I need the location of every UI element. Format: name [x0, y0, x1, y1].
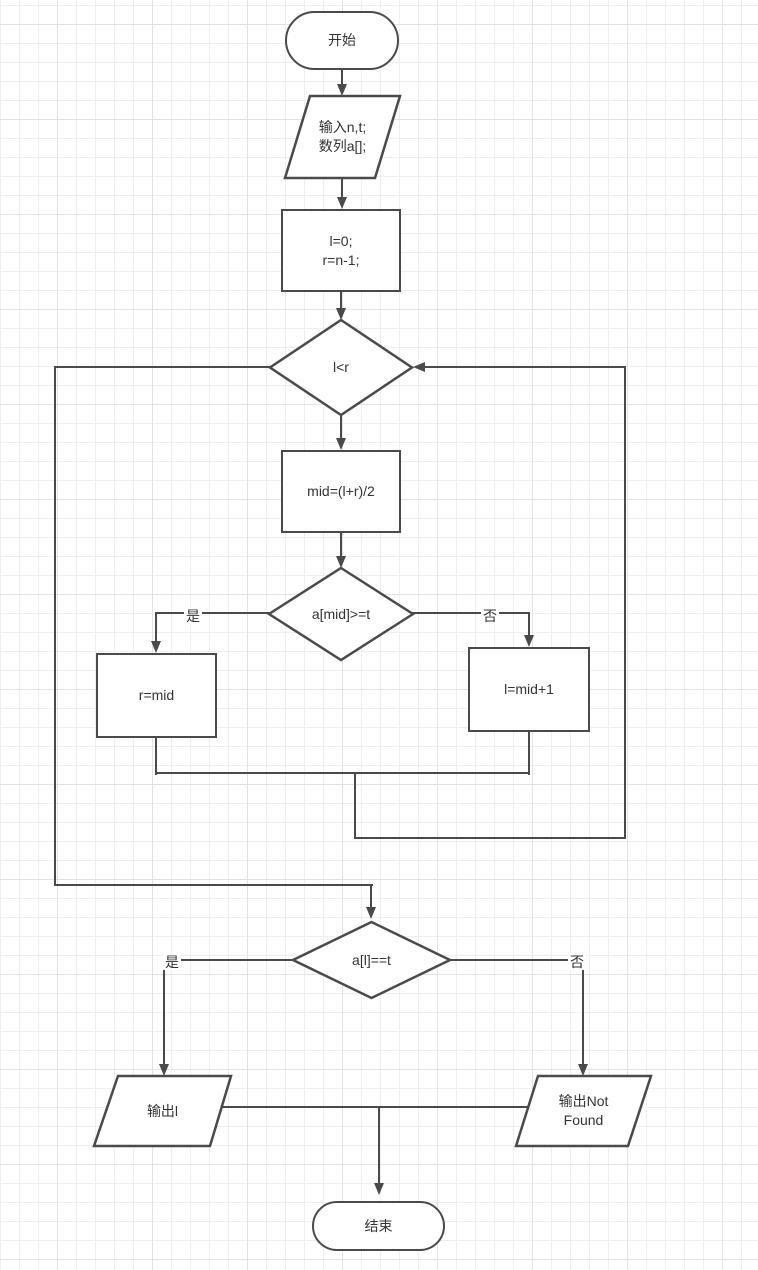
diamond-shape — [290, 920, 453, 1000]
edge-label-yes: 是 — [163, 953, 181, 971]
arrowhead-left-icon — [413, 361, 425, 372]
edge-loop-mid — [339, 415, 343, 439]
node-loop-cond-label: l<r — [333, 359, 349, 376]
edge-outputs-end — [377, 1105, 381, 1184]
node-output-nf: 输出Not Found — [514, 1074, 653, 1148]
node-end: 结束 — [312, 1201, 445, 1251]
edge-start-input — [340, 70, 344, 85]
parallelogram-shape — [514, 1074, 653, 1148]
arrowhead-down-icon — [335, 556, 346, 568]
node-output-l: 输出l — [92, 1074, 233, 1148]
node-start: 开始 — [285, 11, 399, 70]
node-cmp-cond: a[mid]>=t — [266, 566, 416, 662]
edge-cmp-setr — [154, 611, 271, 615]
node-set-r-label: r=mid — [138, 687, 175, 704]
node-start-label: 开始 — [328, 32, 356, 49]
edge-loopback — [623, 365, 627, 840]
edge-label-yes: 是 — [184, 607, 202, 625]
node-init-line2: r=n-1; — [322, 251, 360, 268]
arrowhead-down-icon — [365, 907, 376, 919]
node-cmp-cond-label: a[mid]>=t — [311, 605, 371, 622]
edge-mid-cmp — [339, 533, 343, 557]
arrowhead-down-icon — [577, 1064, 588, 1076]
edge-check-outl — [162, 958, 295, 962]
edge-setr-loopback — [154, 738, 158, 775]
edge-setl-loopback — [527, 732, 531, 775]
arrowhead-down-icon — [336, 197, 347, 209]
node-input-line1: 输入n,t; — [318, 119, 367, 136]
parallelogram-shape — [283, 94, 402, 180]
edge-loopback — [353, 771, 357, 840]
edge-cmp-setl — [527, 611, 531, 636]
node-set-r: r=mid — [96, 653, 217, 738]
edge-check-outnf — [448, 958, 585, 962]
edge-check-outl — [162, 958, 166, 1065]
node-input-line2: 数列a[]; — [318, 138, 367, 154]
edge-label-no: 否 — [568, 953, 586, 971]
edge-loop-check — [369, 883, 373, 908]
node-output-nf-line1: 输出Not — [558, 1093, 609, 1110]
arrowhead-down-icon — [336, 84, 347, 96]
edge-loopback — [154, 771, 531, 775]
node-input: 输入n,t; 数列a[]; — [283, 94, 402, 180]
edge-loop-check — [53, 365, 57, 887]
edge-cmp-setl — [410, 611, 531, 615]
node-init: l=0; r=n-1; — [281, 209, 401, 292]
arrowhead-down-icon — [523, 635, 534, 647]
arrowhead-down-icon — [158, 1064, 169, 1076]
diamond-shape — [266, 566, 416, 662]
edge-loopback — [425, 365, 625, 369]
edge-init-loop — [339, 292, 343, 309]
edge-loop-check — [53, 365, 272, 369]
node-set-l: l=mid+1 — [468, 647, 590, 732]
node-output-l-label: 输出l — [146, 1102, 179, 1119]
node-init-line1: l=0; — [329, 232, 353, 249]
node-output-nf-line2: Found — [563, 1112, 604, 1128]
node-check-cond: a[l]==t — [290, 920, 453, 1000]
node-loop-cond: l<r — [267, 318, 415, 417]
edge-loopback — [353, 836, 627, 840]
arrowhead-down-icon — [335, 438, 346, 450]
node-set-l-label: l=mid+1 — [504, 681, 554, 698]
node-end-label: 结束 — [364, 1217, 393, 1234]
diamond-shape — [267, 318, 415, 417]
edge-outputs-end — [218, 1105, 528, 1109]
edge-label-no: 否 — [481, 607, 499, 625]
node-mid-label: mid=(l+r)/2 — [307, 483, 375, 500]
edge-cmp-setr — [154, 611, 158, 642]
arrowhead-down-icon — [335, 308, 346, 320]
edge-check-outnf — [581, 958, 585, 1065]
edge-loop-check — [53, 883, 373, 887]
edge-input-init — [340, 178, 344, 198]
arrowhead-down-icon — [150, 641, 161, 653]
parallelogram-shape — [92, 1074, 233, 1148]
node-check-cond-label: a[l]==t — [352, 951, 391, 968]
arrowhead-down-icon — [373, 1183, 384, 1195]
node-mid: mid=(l+r)/2 — [281, 450, 401, 533]
